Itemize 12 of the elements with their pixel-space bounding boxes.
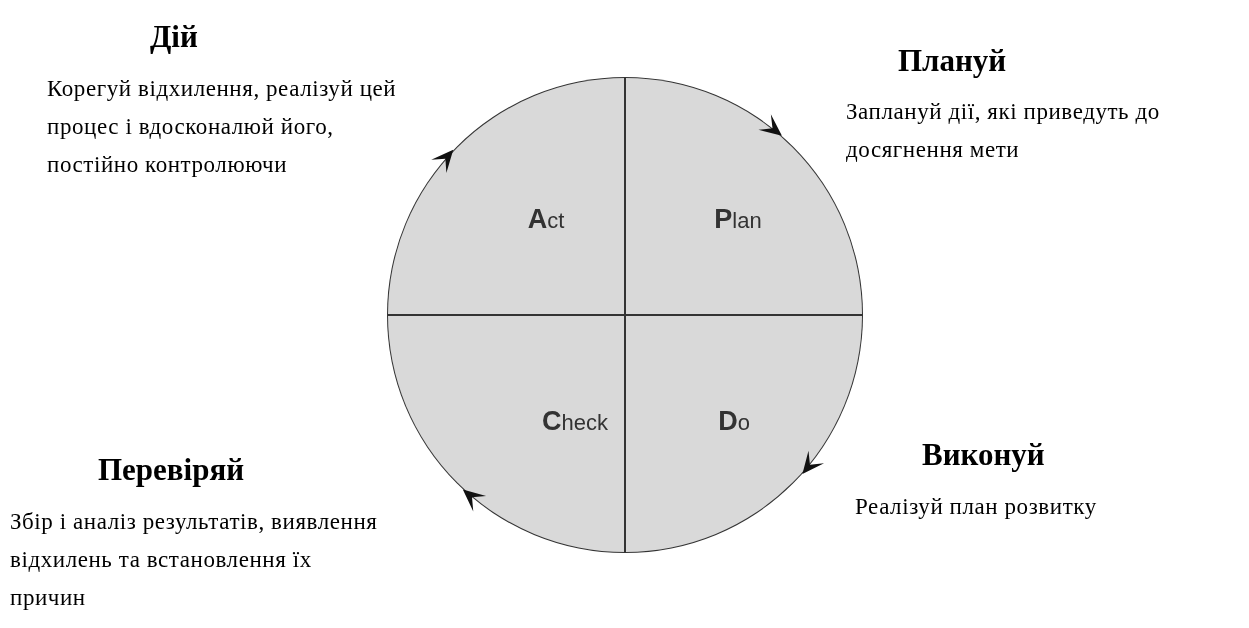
step-heading: Перевіряй xyxy=(98,451,246,489)
step-description: Реалізуй план розвитку xyxy=(855,493,1098,521)
step-description: Корегуй відхилення, реалізуй цей процес і вдосконалюй його, постійно контролюючи xyxy=(47,75,397,179)
step-heading: Плануй xyxy=(898,42,1008,80)
step-heading: Виконуй xyxy=(922,436,1046,474)
quadrant-label: Act xyxy=(527,202,565,236)
step-heading: Дій xyxy=(150,18,199,56)
quadrant-label: Do xyxy=(718,404,750,438)
quadrant-label: Check xyxy=(542,404,608,438)
quadrant-label: Plan xyxy=(714,202,762,236)
step-description: Заплануй дії, які приведуть до досягнення мети xyxy=(846,98,1161,164)
step-description: Збір і аналіз результатів, виявлення відхилень та встановлення їх причин xyxy=(10,508,379,612)
